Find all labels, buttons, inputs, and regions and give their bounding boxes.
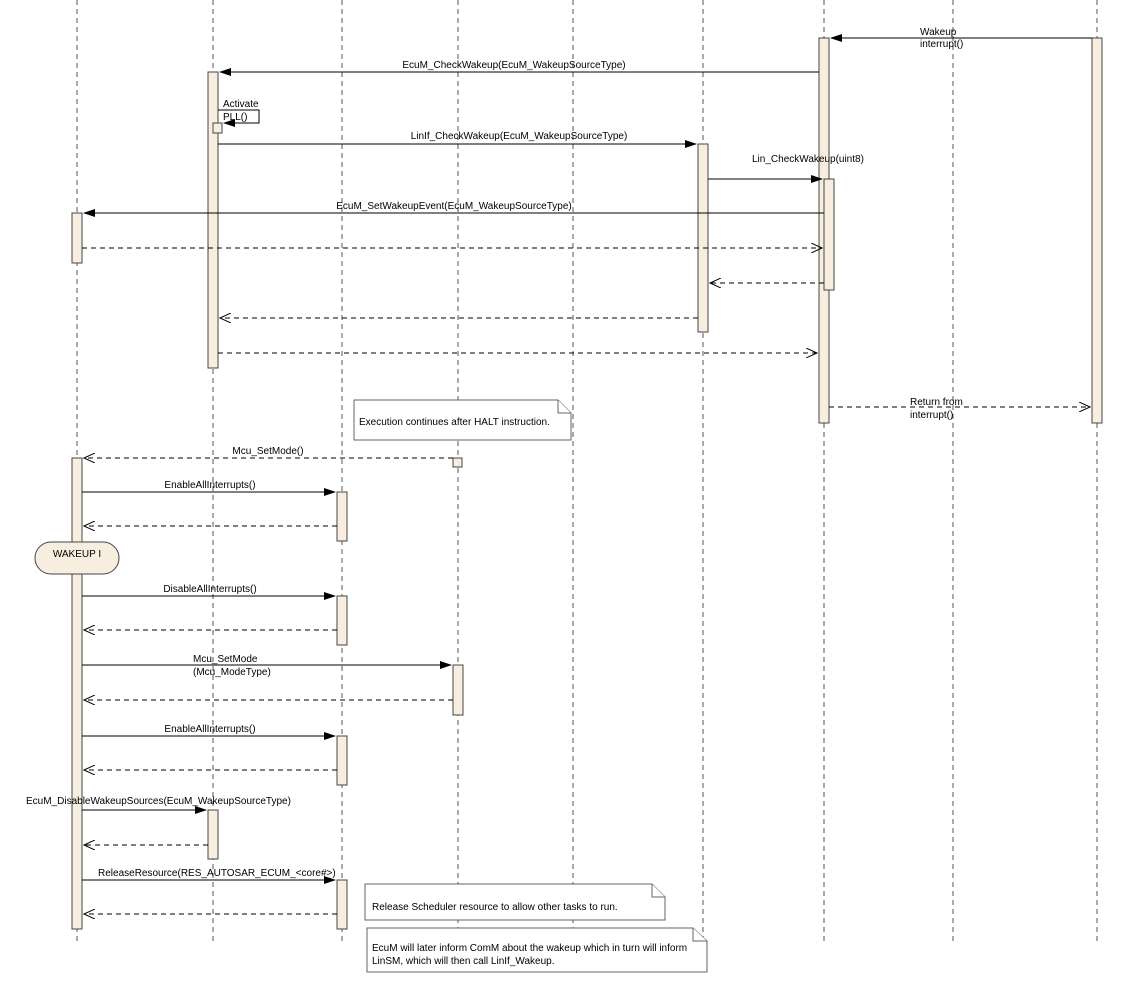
note-release-scheduler-text: Release Scheduler resource to allow othe… [372, 902, 618, 913]
state-wakeup-i: WAKEUP I [34, 541, 120, 575]
activation-os-3 [336, 735, 348, 786]
activation-os-4 [336, 879, 348, 930]
msg-mcu-setmode-call-label-1: Mcu_SetMode [193, 654, 258, 665]
msg-disable-all-interrupts-label: DisableAllInterrupts() [163, 584, 256, 595]
activation-linif [697, 143, 709, 333]
state-wakeup-i-label: WAKEUP I [53, 549, 101, 560]
return-from-interrupt-label-2: interrupt() [910, 410, 953, 421]
activation-bars [71, 37, 1103, 930]
activation-os-2 [336, 595, 348, 646]
activation-mcu-pll [212, 122, 223, 134]
activation-os-1 [336, 491, 348, 542]
return-from-interrupt-label-1: Return from [910, 397, 963, 408]
msg-disable-wakeup-sources-label: EcuM_DisableWakeupSources(EcuM_WakeupSou… [26, 796, 291, 807]
activation-ecum-main [71, 457, 83, 930]
self-message-activate-pll: Activate PLL() [218, 99, 260, 127]
activation-mcu [207, 71, 219, 369]
activation-lin-inner [823, 178, 835, 291]
msg-mcu-setmode-call-label-2: (Mcu_ModeType) [193, 667, 271, 678]
messages: Wakeup interrupt() EcuM_CheckWakeup(EcuM… [26, 27, 1092, 884]
msg-linif-check-wakeup-label: LinIf_CheckWakeup(EcuM_WakeupSourceType) [411, 131, 628, 142]
msg-check-wakeup-label: EcuM_CheckWakeup(EcuM_WakeupSourceType) [402, 60, 625, 71]
return-messages: Return from interrupt() Mcu_SetMode() [82, 248, 1090, 914]
msg-release-resource-label: ReleaseResource(RES_AUTOSAR_ECUM_<core#>… [98, 868, 336, 879]
activation-hw [1091, 37, 1103, 424]
msg-wakeup-interrupt-label-1: Wakeup [920, 27, 957, 38]
msg-lin-check-wakeup-label: Lin_CheckWakeup(uint8) [752, 154, 864, 165]
note-inform-comm-text-1: EcuM will later inform ComM about the wa… [372, 943, 687, 954]
msg-wakeup-interrupt-label-2: interrupt() [920, 39, 963, 50]
msg-enable-all-interrupts-1-label: EnableAllInterrupts() [164, 480, 255, 491]
note-inform-comm: EcuM will later inform ComM about the wa… [366, 927, 708, 973]
activate-pll-label-2: PLL() [223, 112, 247, 123]
activation-mcu-setmode-marker [452, 457, 463, 468]
note-halt: Execution continues after HALT instructi… [353, 399, 572, 441]
activation-ecum-top [71, 212, 83, 264]
msg-enable-all-interrupts-2-label: EnableAllInterrupts() [164, 724, 255, 735]
note-halt-text: Execution continues after HALT instructi… [359, 417, 550, 428]
activation-mcu-disable [207, 809, 219, 860]
msg-set-wakeup-event-label: EcuM_SetWakeupEvent(EcuM_WakeupSourceTyp… [336, 201, 571, 212]
note-release-scheduler: Release Scheduler resource to allow othe… [364, 883, 666, 921]
note-inform-comm-text-2: LinSM, which will then call LinIf_Wakeup… [372, 956, 555, 967]
return-mcu-setmode-label: Mcu_SetMode() [232, 446, 303, 457]
activate-pll-label-1: Activate [223, 99, 259, 110]
activation-mcu-setmode [452, 664, 464, 716]
